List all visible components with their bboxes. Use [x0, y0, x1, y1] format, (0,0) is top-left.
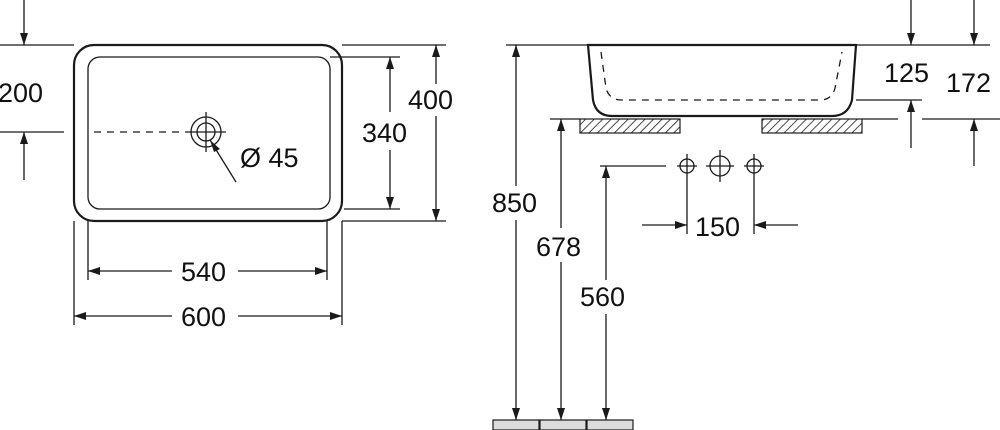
dim-850: [512, 45, 520, 420]
side-view: 150 125 172 850: [492, 0, 1000, 430]
dim-200: [0, 0, 74, 180]
dim-600-label: 600: [181, 302, 226, 332]
dim-560-label: 560: [580, 282, 625, 312]
dim-125-label: 125: [884, 58, 929, 88]
tap-hole-left: [677, 154, 697, 178]
dim-400: [342, 44, 446, 222]
dim-340: [330, 56, 400, 210]
basin-outer-outline: [72, 43, 344, 223]
dim-172: [970, 0, 978, 166]
dim-850-label: 850: [492, 188, 537, 218]
tap-hole-right: [744, 154, 764, 178]
countertop-right: [761, 118, 863, 134]
dim-540-label: 540: [181, 257, 226, 287]
floor-block-3: [586, 419, 634, 430]
dim-150-label: 150: [695, 212, 740, 242]
dim-678-label: 678: [536, 232, 581, 262]
basin-inner-outline: [87, 56, 331, 210]
dim-678: [557, 119, 565, 420]
tap-holes: [600, 150, 764, 182]
dim-600: [73, 221, 343, 325]
dim-200-label: 200: [0, 78, 43, 108]
dim-340-label: 340: [362, 118, 407, 148]
floor-block-1: [492, 419, 540, 430]
drain-diameter-label: Ø 45: [240, 143, 299, 173]
dim-150: [642, 178, 798, 234]
basin-side-outline: [586, 43, 858, 118]
dim-172-label: 172: [946, 68, 991, 98]
tap-hole-centre: [706, 150, 734, 182]
dim-400-label: 400: [408, 85, 453, 115]
top-view: Ø 45 200 340 4: [0, 0, 453, 332]
dim-560: [602, 166, 610, 420]
dim-540: [87, 220, 328, 280]
basin-inner-profile: [600, 51, 843, 101]
countertop-left: [579, 118, 681, 134]
floor-block-2: [539, 419, 587, 430]
drain-symbol: [186, 112, 237, 183]
dim-125: [856, 0, 990, 148]
